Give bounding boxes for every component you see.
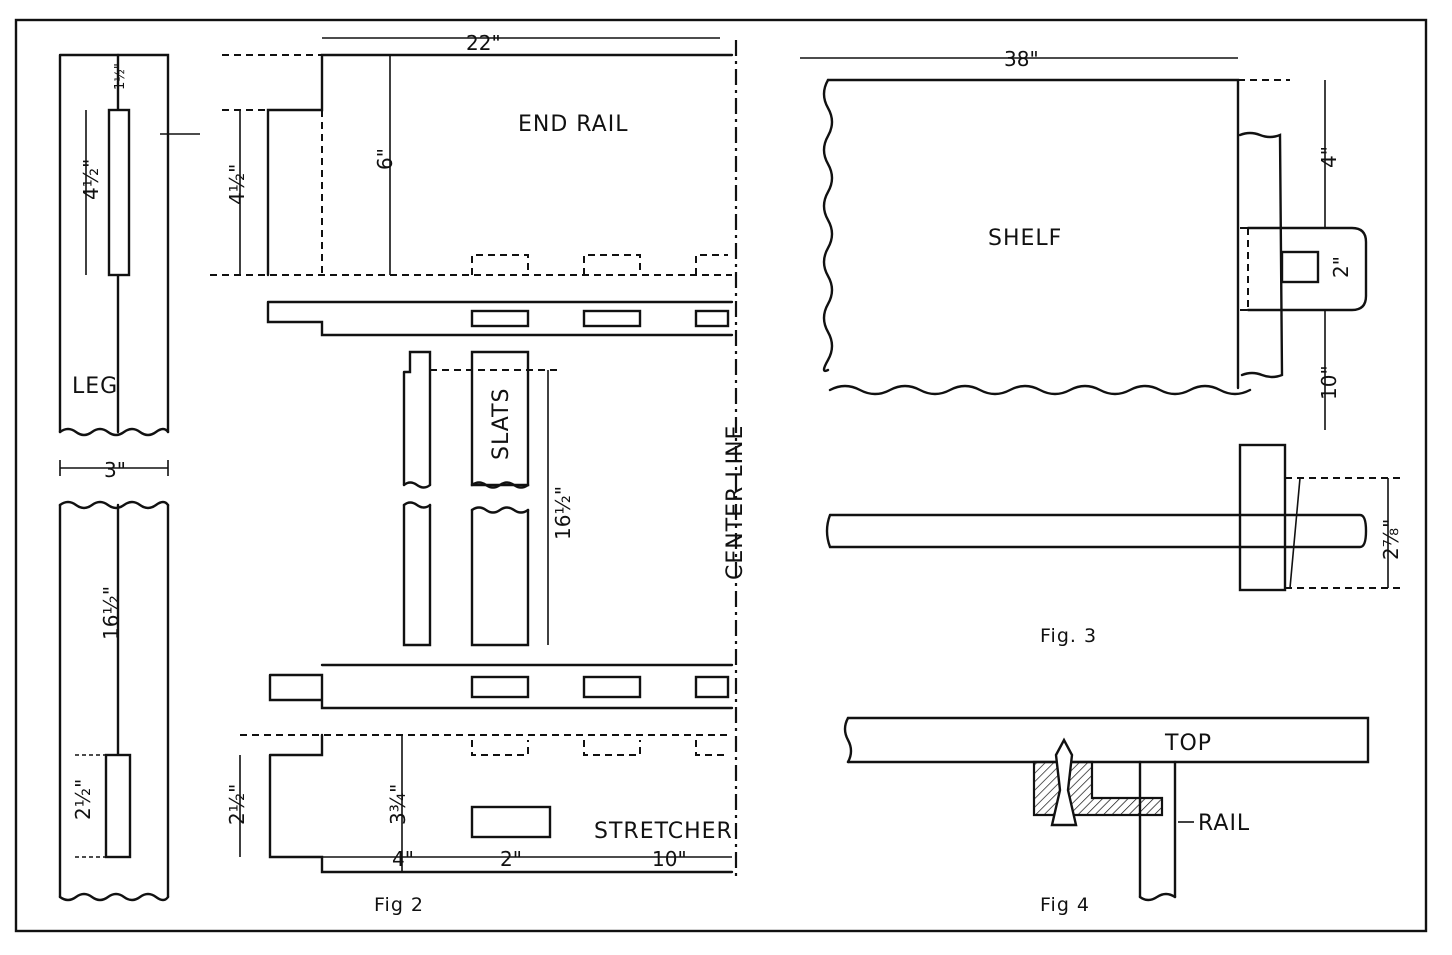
- end-rail-tenon-dim: 4½": [225, 164, 249, 205]
- shelf-length-dim: 38": [1004, 47, 1039, 71]
- rail-label: RAIL: [1198, 811, 1250, 836]
- top-label: TOP: [1164, 731, 1212, 756]
- leg-label: LEG: [72, 374, 118, 399]
- shelf-section-dim: 2⅞": [1379, 519, 1403, 560]
- shelf: [800, 57, 1368, 430]
- leg-width-dim: 3": [104, 458, 126, 482]
- shelf-label: SHELF: [988, 226, 1062, 251]
- end-rail-width-dim: 6": [373, 148, 397, 170]
- stretcher-mortise-dim: 2": [500, 847, 522, 871]
- fig3-caption: Fig. 3: [1040, 625, 1097, 647]
- top-rail-joint: [843, 716, 1370, 902]
- slats-length-dim: 16½": [551, 486, 575, 540]
- shelf-width-dim: 4": [1317, 146, 1341, 168]
- stretcher-center-dim: 10": [652, 847, 687, 871]
- leg-length-dim: 16½": [99, 586, 123, 640]
- stretcher-offset-dim: 4": [392, 847, 414, 871]
- shelf-section: [825, 443, 1400, 592]
- stretcher-label: STRETCHER: [594, 819, 733, 844]
- stretcher-width-dim: 3¾": [386, 784, 410, 825]
- leg-lower-view: [58, 460, 170, 902]
- shelf-offset-dim: 10": [1317, 365, 1341, 400]
- leg-mortise-length-dim: 4½": [79, 159, 103, 200]
- end-rail-length-dim: 22": [466, 31, 501, 55]
- end-rail: [210, 37, 734, 277]
- end-rail-label: END RAIL: [518, 112, 628, 137]
- slats-label: SLATS: [489, 388, 514, 460]
- stretcher-section: [268, 663, 734, 710]
- leg-lower-mortise-dim: 2½": [71, 779, 95, 820]
- stretcher-tenon-dim: 2½": [225, 784, 249, 825]
- leg-upper-view: [58, 53, 200, 437]
- center-line-label: CENTER LINE: [723, 425, 748, 580]
- leg-top-offset-dim: 1½": [113, 63, 128, 90]
- shelf-tenon-dim: 2": [1329, 256, 1353, 278]
- slats-group: [402, 350, 560, 647]
- sheet-border: [14, 18, 1428, 933]
- end-rail-section: [266, 300, 734, 337]
- stretcher: [239, 733, 734, 874]
- fig4-caption: Fig 4: [1040, 894, 1090, 916]
- fig2-caption: Fig 2: [374, 894, 424, 916]
